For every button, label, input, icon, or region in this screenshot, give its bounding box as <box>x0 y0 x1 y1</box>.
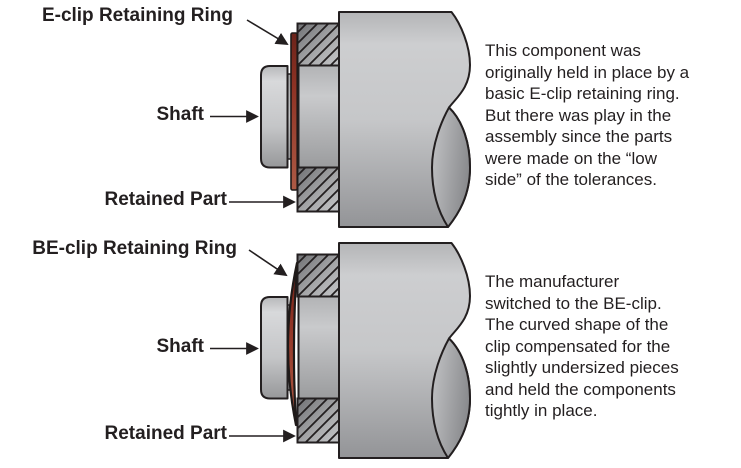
label-retained-part-bottom: Retained Part <box>104 423 227 444</box>
label-retained-part-top: Retained Part <box>104 189 227 210</box>
label-e-clip-retaining-ring: E-clip Retaining Ring <box>41 5 233 26</box>
label-shaft-top: Shaft <box>156 104 205 125</box>
e-clip-ring <box>290 32 298 191</box>
label-shaft-bottom: Shaft <box>156 336 205 357</box>
description-be-clip: The manufacturer switched to the BE-clip… <box>485 272 679 420</box>
e-clip-diagram <box>210 11 471 228</box>
label-be-clip-retaining-ring: BE-clip Retaining Ring <box>32 238 237 259</box>
description-e-clip: This component was originally held in pl… <box>485 41 690 189</box>
be-clip-ring <box>286 261 299 427</box>
be-clip-diagram <box>210 242 471 459</box>
e-clip-arrow <box>246 19 289 45</box>
be-clip-arrow <box>248 249 288 277</box>
